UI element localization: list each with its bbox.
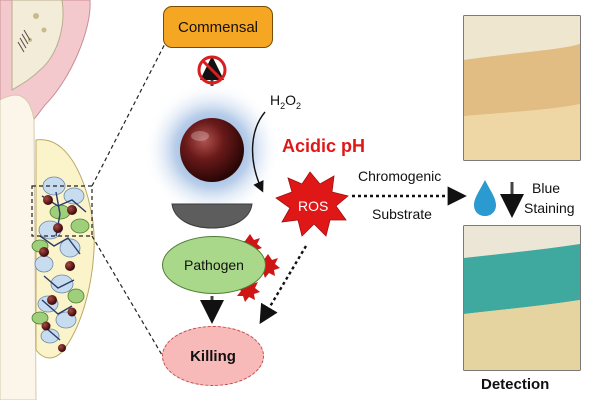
tooth-crown [11, 0, 64, 91]
zoom-box [31, 185, 93, 237]
pathogen-ellipse: Pathogen [162, 236, 266, 294]
tooth-root [0, 94, 37, 400]
no-entry-icon [197, 55, 227, 85]
zoom-line-top [91, 29, 173, 187]
ros-to-killing-arrow [259, 245, 308, 325]
ros-burst [275, 171, 349, 237]
killing-label: Killing [190, 347, 236, 365]
zoom-line-bottom [91, 235, 173, 373]
ros-label: ROS [298, 198, 329, 214]
receptor-cup [171, 203, 253, 229]
chromogenic-label: Chromogenic [358, 168, 442, 184]
commensal-label: Commensal [177, 18, 259, 36]
photo-after [463, 225, 581, 371]
h2o2-label: H2O2 [270, 92, 302, 111]
substrate-label: Substrate [372, 206, 432, 222]
detection-label: Detection [481, 376, 550, 393]
water-drop-icon [474, 180, 496, 216]
blue-label: Blue [532, 180, 561, 196]
killing-ellipse: Killing [162, 326, 264, 386]
photo-before [463, 15, 581, 161]
acidic-ph-label: Acidic pH [282, 136, 366, 156]
staining-label: Staining [524, 200, 575, 216]
nanoparticle-icon [180, 118, 244, 182]
tooth-illustration [0, 0, 95, 400]
commensal-box: Commensal [163, 6, 273, 48]
h2o2-arrow [251, 111, 266, 193]
pathogen-label: Pathogen [184, 257, 244, 273]
